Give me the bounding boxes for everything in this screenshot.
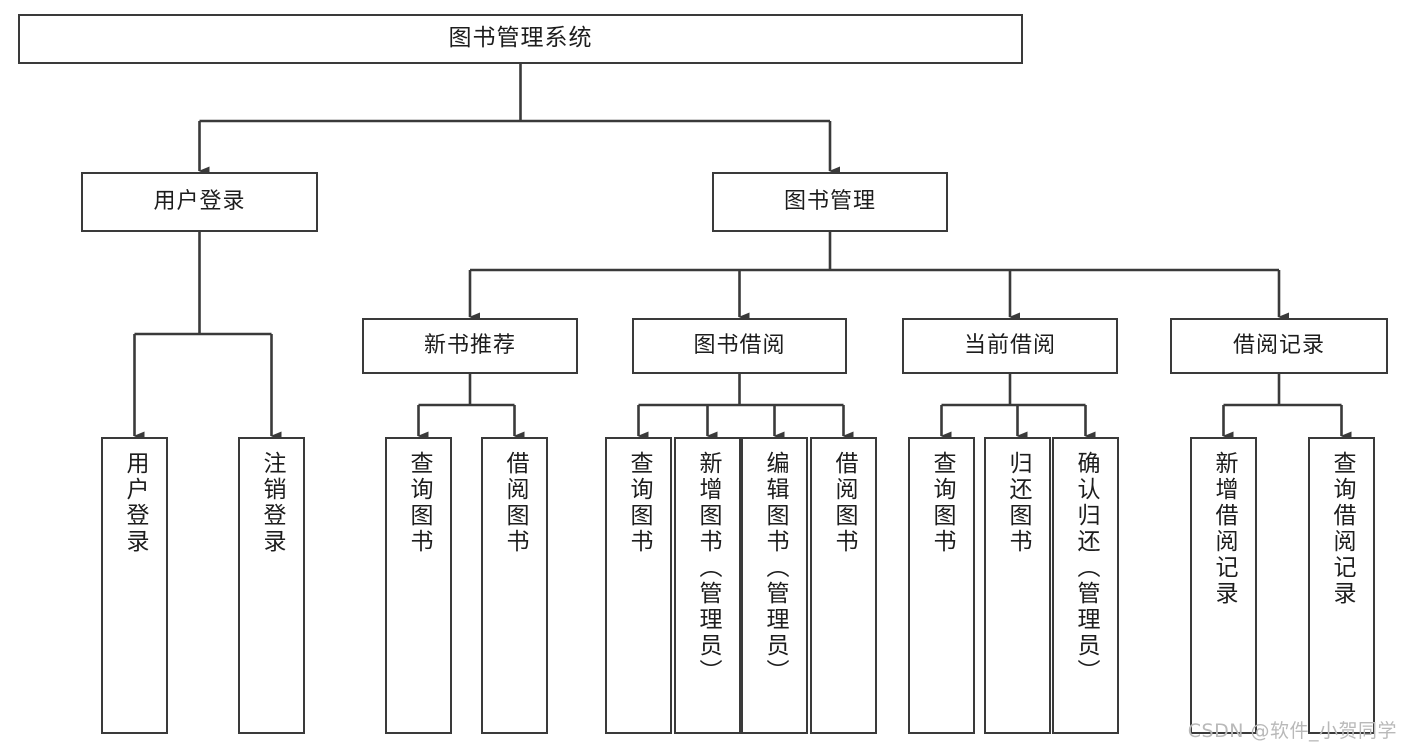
- node-leaf-query-book-3[interactable]: 查询图书: [908, 437, 975, 734]
- node-leaf-borrow-book-1[interactable]: 借阅图书: [481, 437, 548, 734]
- node-label: 查询图书: [626, 451, 652, 555]
- node-label: 查询图书: [406, 451, 432, 555]
- node-leaf-borrow-book-2[interactable]: 借阅图书: [810, 437, 877, 734]
- node-leaf-confirm-return[interactable]: 确认归还（管理员）: [1052, 437, 1119, 734]
- node-label: 确认归还（管理员）: [1073, 451, 1099, 685]
- node-label: 归还图书: [1005, 451, 1031, 555]
- node-leaf-query-book-1[interactable]: 查询图书: [385, 437, 452, 734]
- node-current-borrow[interactable]: 当前借阅: [902, 318, 1118, 374]
- node-label: 图书管理: [783, 189, 876, 215]
- node-leaf-add-record[interactable]: 新增借阅记录: [1190, 437, 1257, 734]
- watermark-text: CSDN @软件_小贺同学: [1187, 720, 1397, 742]
- node-label: 查询借阅记录: [1329, 451, 1355, 607]
- node-label: 借阅图书: [502, 451, 528, 555]
- node-leaf-logout[interactable]: 注销登录: [238, 437, 305, 734]
- node-leaf-query-book-2[interactable]: 查询图书: [605, 437, 672, 734]
- node-leaf-edit-book[interactable]: 编辑图书（管理员）: [741, 437, 808, 734]
- node-label: 编辑图书（管理员）: [762, 451, 788, 685]
- node-label: 注销登录: [259, 451, 285, 555]
- node-book-borrow[interactable]: 图书借阅: [632, 318, 847, 374]
- node-book-manage[interactable]: 图书管理: [712, 172, 948, 232]
- node-label: 用户登录: [153, 189, 246, 215]
- node-label: 新增图书（管理员）: [695, 451, 721, 685]
- node-label: 当前借阅: [963, 333, 1056, 359]
- node-label: 图书借阅: [693, 333, 786, 359]
- node-label: 新增借阅记录: [1211, 451, 1237, 607]
- node-leaf-query-record[interactable]: 查询借阅记录: [1308, 437, 1375, 734]
- node-new-book-rec[interactable]: 新书推荐: [362, 318, 578, 374]
- node-leaf-user-login[interactable]: 用户登录: [101, 437, 168, 734]
- node-leaf-add-book[interactable]: 新增图书（管理员）: [674, 437, 741, 734]
- node-label: 用户登录: [122, 451, 148, 555]
- node-root[interactable]: 图书管理系统: [18, 14, 1023, 64]
- node-label: 查询图书: [929, 451, 955, 555]
- node-label: 图书管理系统: [448, 25, 593, 52]
- node-label: 借阅图书: [831, 451, 857, 555]
- node-label: 新书推荐: [423, 333, 516, 359]
- node-label: 借阅记录: [1232, 333, 1325, 359]
- node-borrow-record[interactable]: 借阅记录: [1170, 318, 1388, 374]
- node-leaf-return-book[interactable]: 归还图书: [984, 437, 1051, 734]
- node-user-login[interactable]: 用户登录: [81, 172, 318, 232]
